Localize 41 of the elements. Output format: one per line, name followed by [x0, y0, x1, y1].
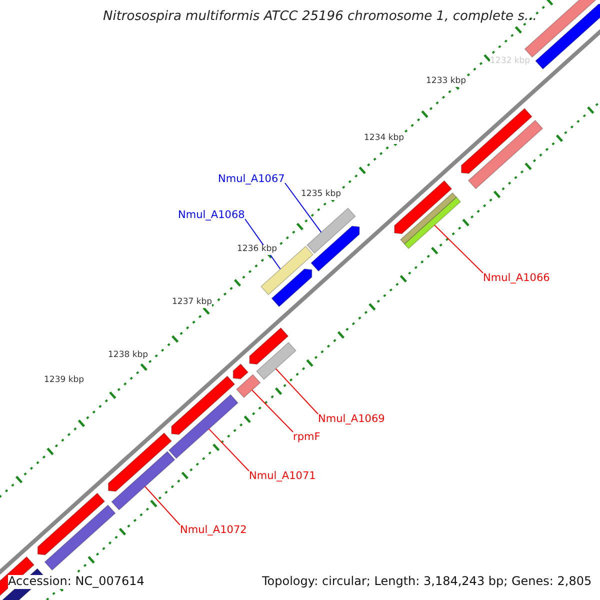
- gene-block: [108, 432, 172, 492]
- gene-label: Nmul_A1066: [483, 272, 550, 284]
- gene-block: [256, 342, 296, 380]
- gene-label: Nmul_A1067: [218, 173, 285, 186]
- gene-block: [171, 376, 236, 435]
- gene-label: rpmF: [293, 431, 320, 444]
- leader-line: [252, 390, 294, 432]
- diagram-title: Nitrosospira multiformis ATCC 25196 chromosome 1, complete s...: [103, 10, 537, 25]
- leader-line: [275, 368, 318, 414]
- leader-line: [144, 486, 180, 526]
- leader-line: [208, 428, 250, 472]
- gene-block: [468, 120, 544, 190]
- gene-block: [236, 374, 261, 398]
- gene-block: [44, 504, 116, 571]
- scale-label: 1234 kbp: [364, 134, 404, 144]
- gene-block: [260, 246, 314, 296]
- gene-block: [306, 208, 356, 254]
- scale-label: 1238 kbp: [108, 351, 148, 361]
- scale-label: 1237 kbp: [172, 298, 212, 308]
- gene-label: Nmul_A1071: [249, 470, 316, 482]
- leader-line: [284, 182, 322, 233]
- gene-block: [168, 394, 238, 459]
- leader-line: [434, 224, 484, 274]
- gene-block: [249, 327, 289, 365]
- scale-label: 1239 kbp: [44, 376, 84, 386]
- scale-label: 1236 kbp: [237, 245, 278, 255]
- gene-block: [310, 226, 360, 272]
- gene-block: [37, 492, 106, 556]
- genome-summary-text: Topology: circular; Length: 3,184,243 bp; Genes: 2,805: [262, 575, 592, 589]
- accession-text: Accession: NC_007614: [8, 575, 144, 589]
- gene-label: Nmul_A1069: [318, 413, 385, 426]
- gene-block: [394, 180, 452, 234]
- gene-block: [232, 363, 249, 380]
- gene-block: [534, 4, 600, 70]
- scale-label: 1235 kbp: [301, 190, 342, 200]
- gene-block: [111, 450, 176, 510]
- gene-block: [271, 268, 312, 308]
- gene-label: Nmul_A1068: [178, 209, 245, 222]
- gene-label: Nmul_A1072: [180, 524, 247, 536]
- gene-block: [460, 108, 532, 174]
- scale-label: 1233 kbp: [426, 77, 466, 87]
